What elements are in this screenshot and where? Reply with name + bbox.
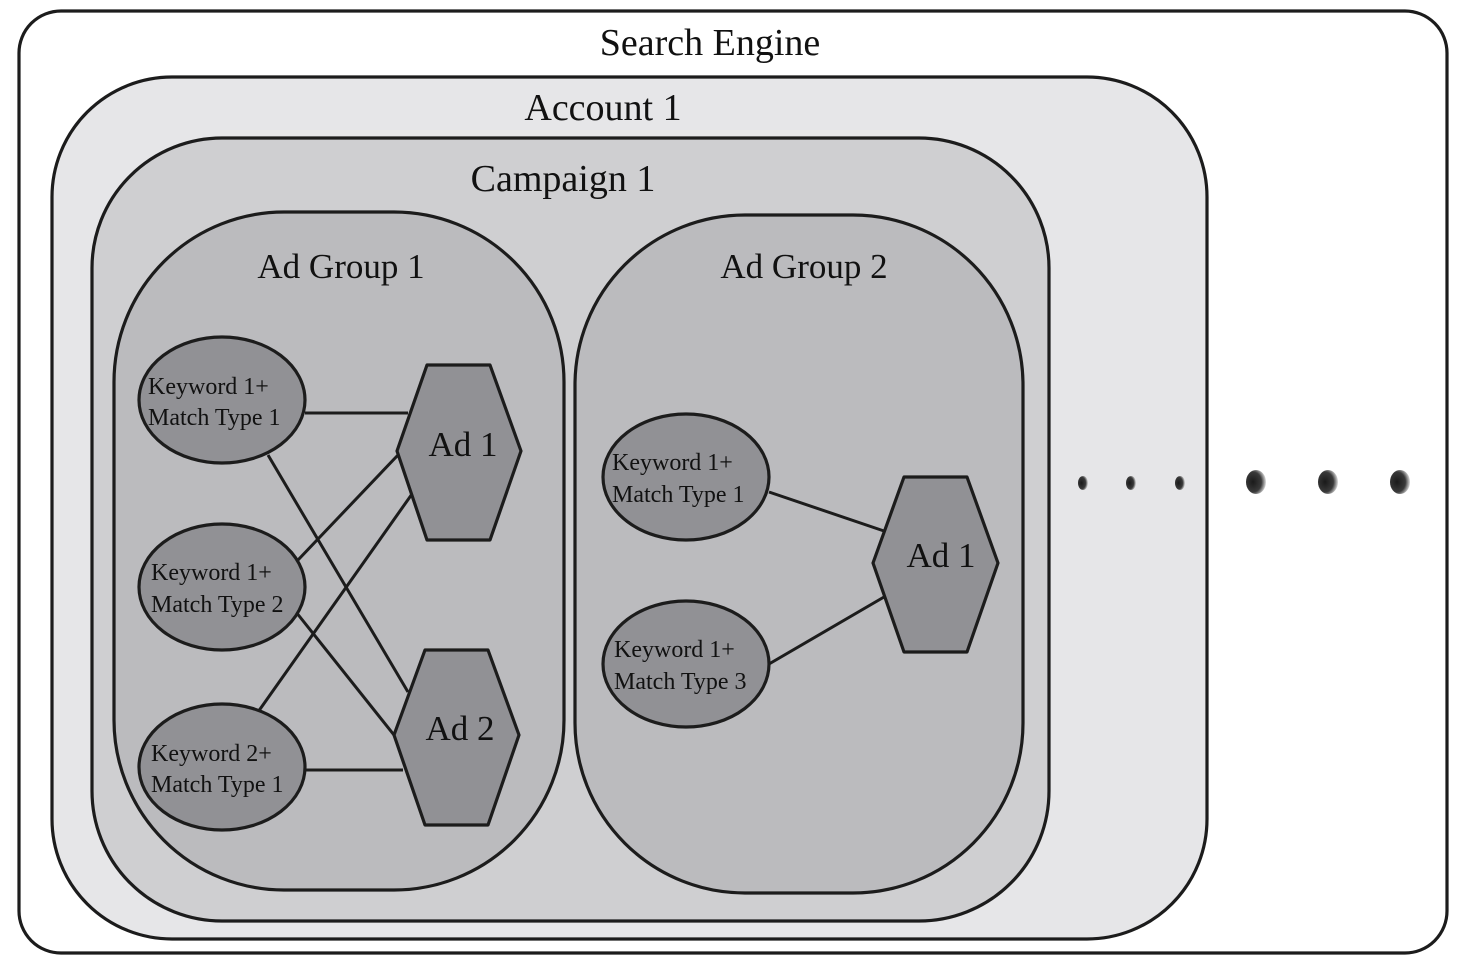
ad-node: Ad 1 xyxy=(395,363,523,542)
ad-group-2-label: Ad Group 2 xyxy=(720,247,887,286)
keyword-line-1: Keyword 1+ xyxy=(614,637,735,663)
keyword-node: Keyword 1+ Match Type 1 xyxy=(601,412,771,542)
ad-label: Ad 1 xyxy=(428,425,497,464)
ellipsis-dot xyxy=(1390,470,1410,494)
search-engine-label: Search Engine xyxy=(600,22,821,64)
ad-group-1-edges xyxy=(256,411,414,772)
keyword-node: Keyword 1+ Match Type 3 xyxy=(601,599,771,729)
ad-label: Ad 1 xyxy=(906,536,975,575)
ad-group-2-edges xyxy=(768,490,885,666)
ellipsis-dot xyxy=(1126,476,1136,490)
ad-group-1-label: Ad Group 1 xyxy=(257,247,424,286)
edge-kw3-ad1 xyxy=(256,493,414,713)
continuation-dots-small xyxy=(1078,476,1185,490)
campaign-label: Campaign 1 xyxy=(471,158,656,200)
ellipsis-dot xyxy=(1246,470,1266,494)
ellipsis-dot xyxy=(1318,470,1338,494)
keyword-line-2: Match Type 3 xyxy=(614,669,747,695)
edge-kw2-ad1 xyxy=(296,453,400,562)
keyword-line-2: Match Type 2 xyxy=(151,592,284,618)
keyword-line-1: Keyword 2+ xyxy=(151,741,272,767)
ad-node: Ad 2 xyxy=(392,648,521,827)
keyword-line-1: Keyword 1+ xyxy=(148,374,269,400)
edge-ag2-kw2-ad1 xyxy=(768,595,885,666)
keyword-line-2: Match Type 1 xyxy=(151,772,284,798)
keyword-line-2: Match Type 1 xyxy=(148,405,281,431)
ellipsis-dot xyxy=(1078,476,1088,490)
keyword-line-1: Keyword 1+ xyxy=(612,450,733,476)
ad-node: Ad 1 xyxy=(871,475,1000,654)
ad-label: Ad 2 xyxy=(425,709,494,748)
edge-ag2-kw1-ad1 xyxy=(768,490,885,533)
account-label: Account 1 xyxy=(524,87,681,129)
keyword-line-1: Keyword 1+ xyxy=(151,560,272,586)
ellipsis-dot xyxy=(1175,476,1185,490)
keyword-line-2: Match Type 1 xyxy=(612,482,745,508)
keyword-node: Keyword 2+ Match Type 1 xyxy=(137,702,307,832)
keyword-node: Keyword 1+ Match Type 1 xyxy=(137,335,307,465)
keyword-node: Keyword 1+ Match Type 2 xyxy=(137,522,307,652)
continuation-dots-large xyxy=(1246,470,1410,494)
edge-kw1-ad2 xyxy=(266,454,410,693)
